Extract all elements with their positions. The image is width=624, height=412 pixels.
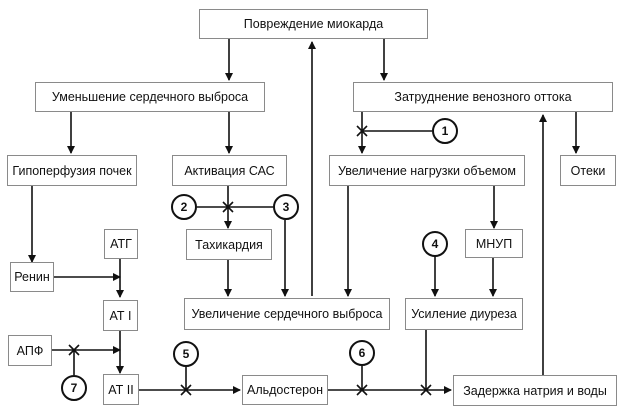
node-sas-activation: Активация САС [172, 155, 287, 186]
node-decreased-cardiac-output: Уменьшение сердечного выброса [35, 82, 265, 112]
cross-marker-1 [356, 125, 368, 137]
node-mnup: МНУП [465, 229, 523, 258]
marker-1: 1 [432, 118, 458, 144]
node-at2: АТ II [103, 374, 139, 405]
marker-5: 5 [173, 341, 199, 367]
cross-marker-6 [356, 384, 368, 396]
node-renal-hypoperfusion: Гипоперфузия почек [7, 155, 137, 186]
node-increased-diuresis: Усиление диуреза [405, 298, 523, 330]
node-sodium-water-retention: Задержка натрия и воды [453, 375, 617, 406]
node-volume-load-increase: Увеличение нагрузки объемом [329, 155, 525, 186]
node-venous-outflow-difficulty: Затруднение венозного оттока [353, 82, 613, 112]
marker-4: 4 [422, 231, 448, 257]
cross-marker-5 [180, 384, 192, 396]
node-at1: АТ I [103, 300, 138, 331]
node-increased-cardiac-output: Увеличение сердечного выброса [184, 298, 390, 330]
cross-marker-2-3 [222, 201, 234, 213]
marker-2: 2 [171, 194, 197, 220]
inhibition-crosses [68, 125, 432, 396]
cross-marker-7 [68, 344, 80, 356]
node-tachycardia: Тахикардия [186, 229, 272, 260]
node-atg: АТГ [104, 229, 138, 259]
node-renin: Ренин [10, 262, 54, 292]
node-aldosterone: Альдостерон [242, 375, 328, 405]
marker-6: 6 [349, 340, 375, 366]
marker-7: 7 [61, 375, 87, 401]
node-edema: Отеки [560, 155, 616, 186]
node-myocardial-damage: Повреждение миокарда [199, 9, 428, 39]
cross-diuresis [420, 384, 432, 396]
node-ace: АПФ [8, 335, 52, 366]
marker-3: 3 [273, 194, 299, 220]
